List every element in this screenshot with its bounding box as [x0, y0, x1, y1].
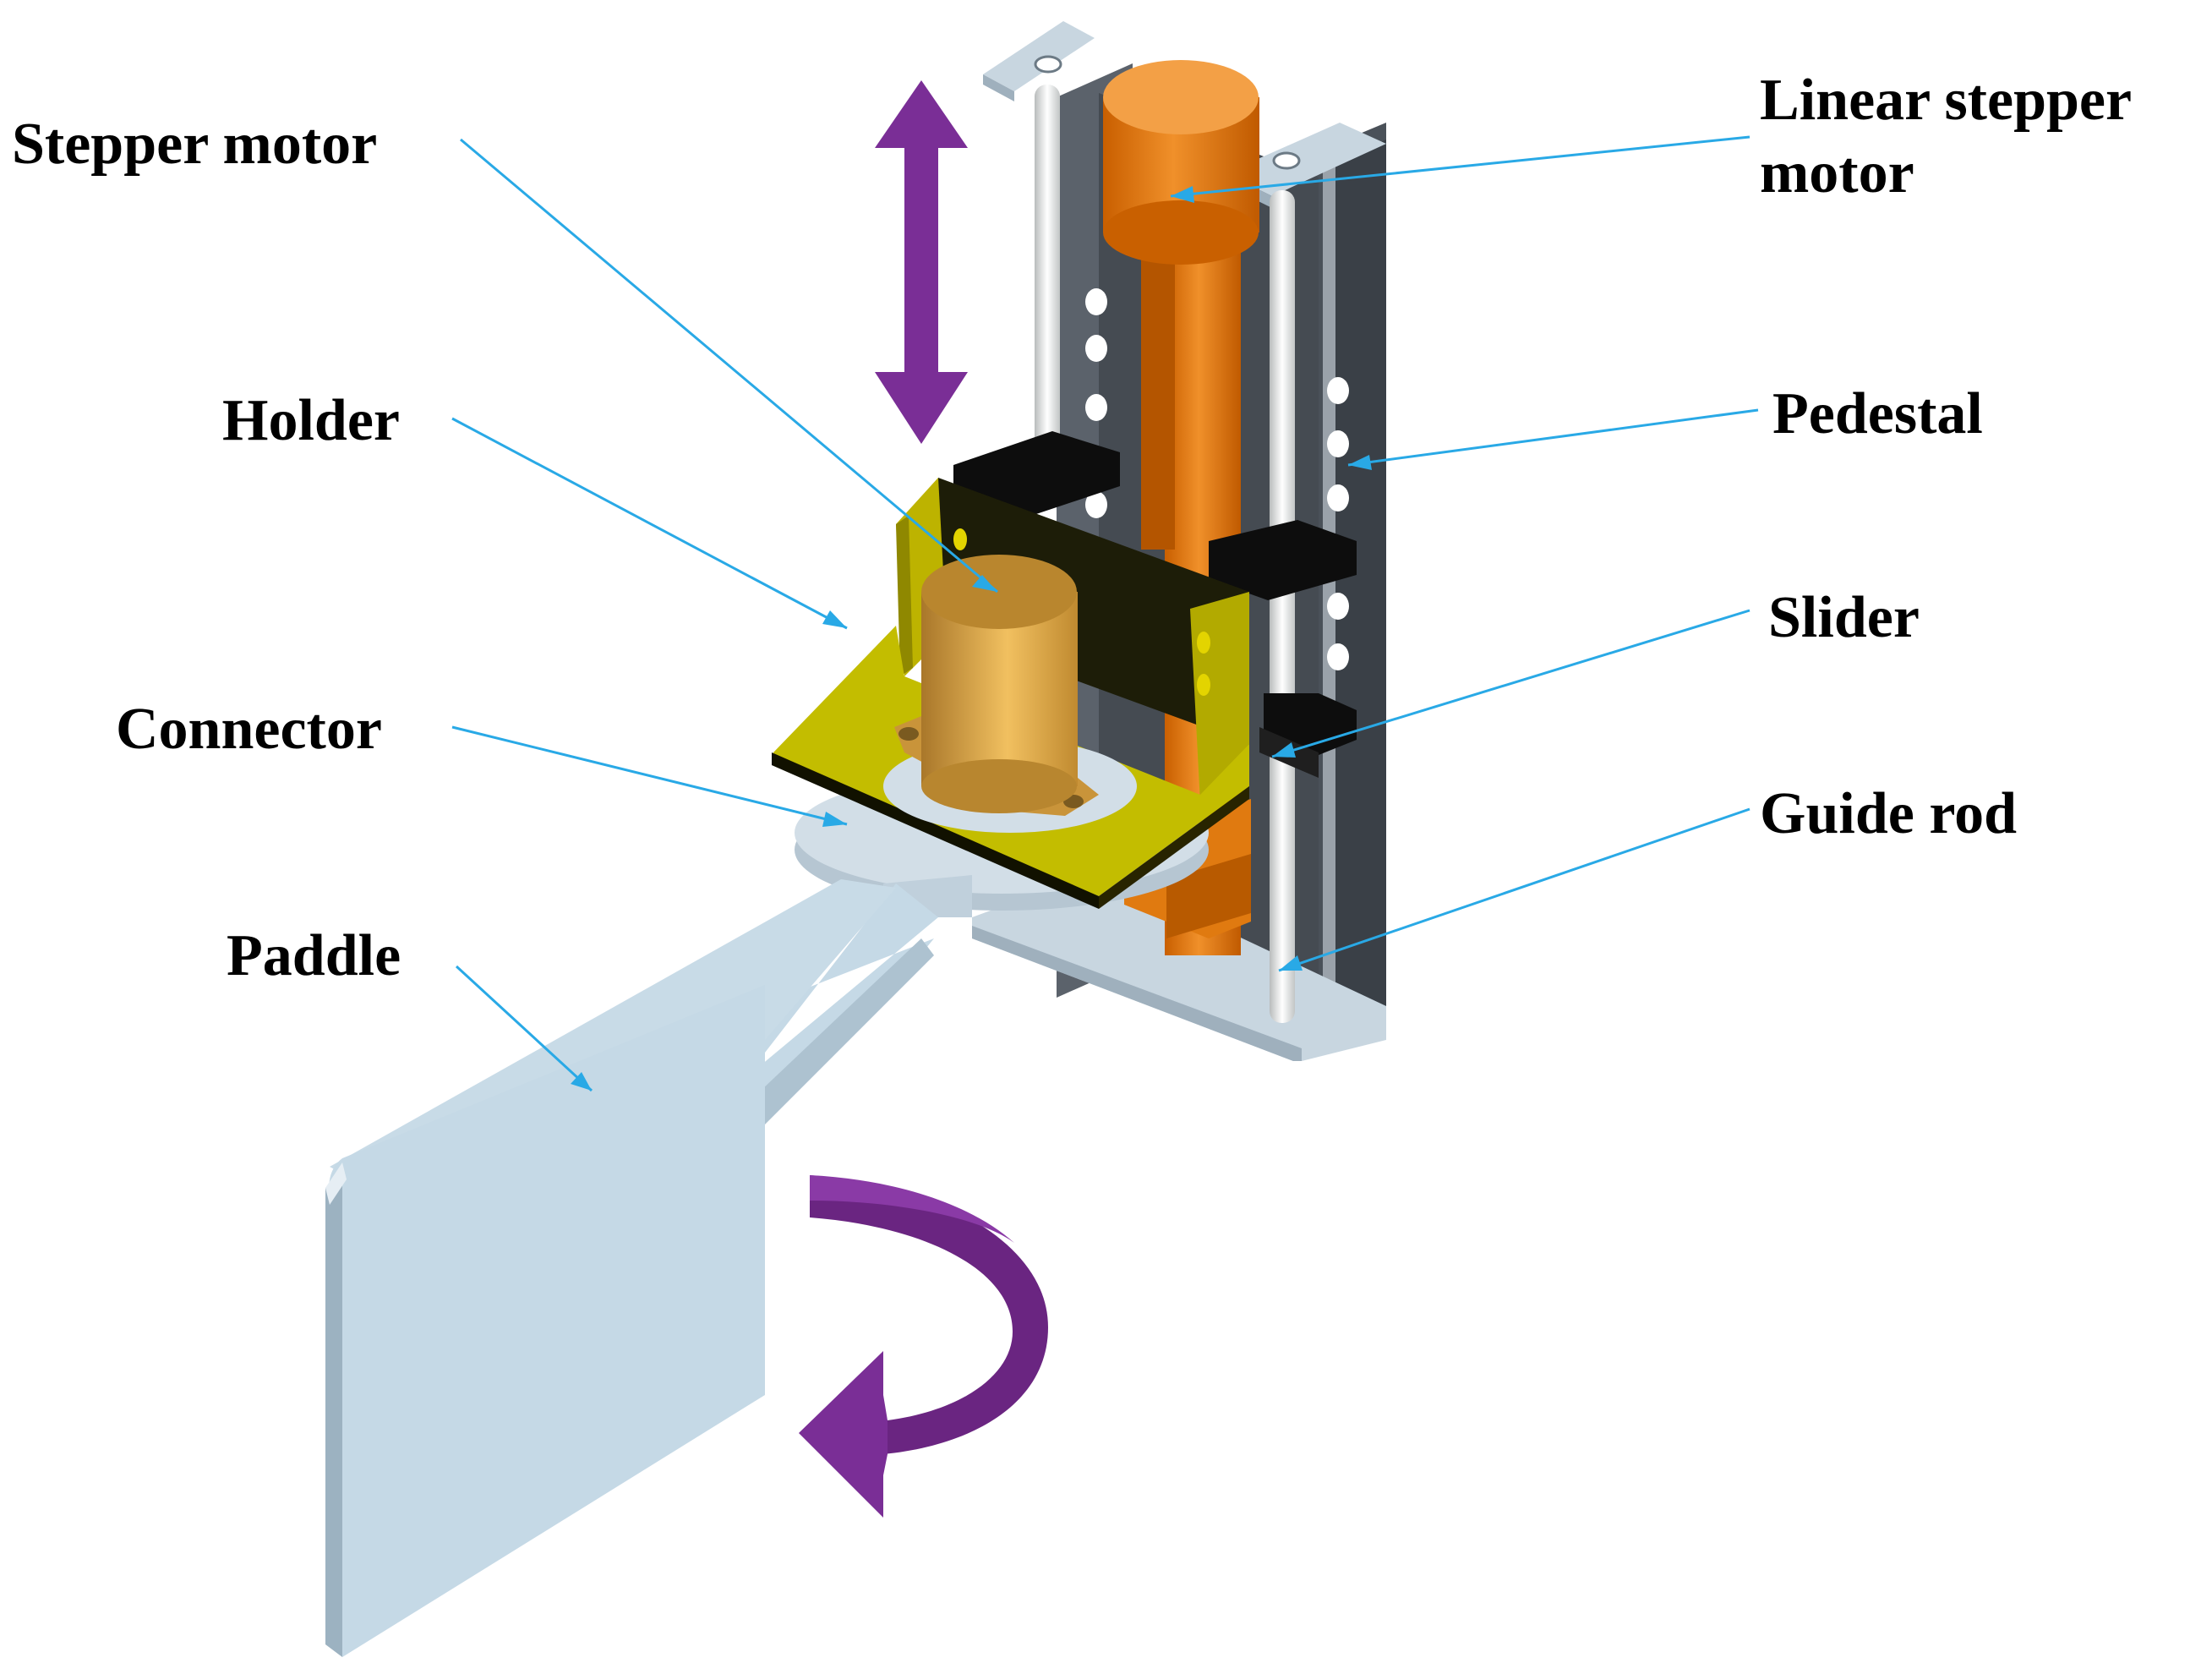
label-linear-stepper-motor: Linear stepper motor — [1760, 64, 2132, 210]
label-paddle: Paddle — [227, 923, 401, 988]
callout-paddle — [455, 965, 593, 1092]
label-connector: Connector — [116, 697, 382, 762]
callout-connector — [451, 725, 848, 826]
guide-rods — [1035, 85, 1295, 1023]
label-holder: Holder — [222, 388, 400, 453]
arrowhead-linear-stepper-motor — [1171, 186, 1194, 203]
label-stepper-motor: Stepper motor — [12, 112, 378, 177]
arrowhead-holder — [822, 610, 847, 628]
arrowhead-stepper-motor — [972, 575, 997, 592]
label-linear-stepper-motor-line2: motor — [1760, 140, 1914, 205]
label-pedestal: Pedestal — [1772, 381, 1983, 446]
callout-slider — [1271, 609, 1750, 758]
callout-stepper-motor — [460, 138, 998, 594]
arrowhead-slider — [1272, 742, 1296, 758]
label-slider: Slider — [1768, 585, 1920, 650]
callout-holder — [451, 417, 848, 630]
vertical-motion-arrow-icon — [875, 80, 968, 444]
rotation-arrow-icon — [799, 1175, 1048, 1518]
arrowhead-pedestal — [1348, 455, 1372, 470]
arrowhead-guide-rod — [1279, 955, 1303, 971]
callout-arrowheads — [571, 186, 1372, 1091]
callout-guide-rod — [1278, 807, 1750, 972]
arrowhead-connector — [822, 812, 847, 827]
callout-linear-stepper-motor — [1170, 135, 1750, 198]
arrowhead-paddle — [571, 1072, 592, 1091]
slider — [953, 431, 1357, 778]
label-linear-stepper-motor-line1: Linear stepper — [1760, 68, 2133, 133]
stepper-motor — [894, 555, 1099, 816]
paddle — [325, 879, 938, 1657]
callout-lines — [451, 135, 1759, 1092]
callout-pedestal — [1347, 408, 1759, 467]
label-guide-rod: Guide rod — [1760, 781, 2018, 846]
